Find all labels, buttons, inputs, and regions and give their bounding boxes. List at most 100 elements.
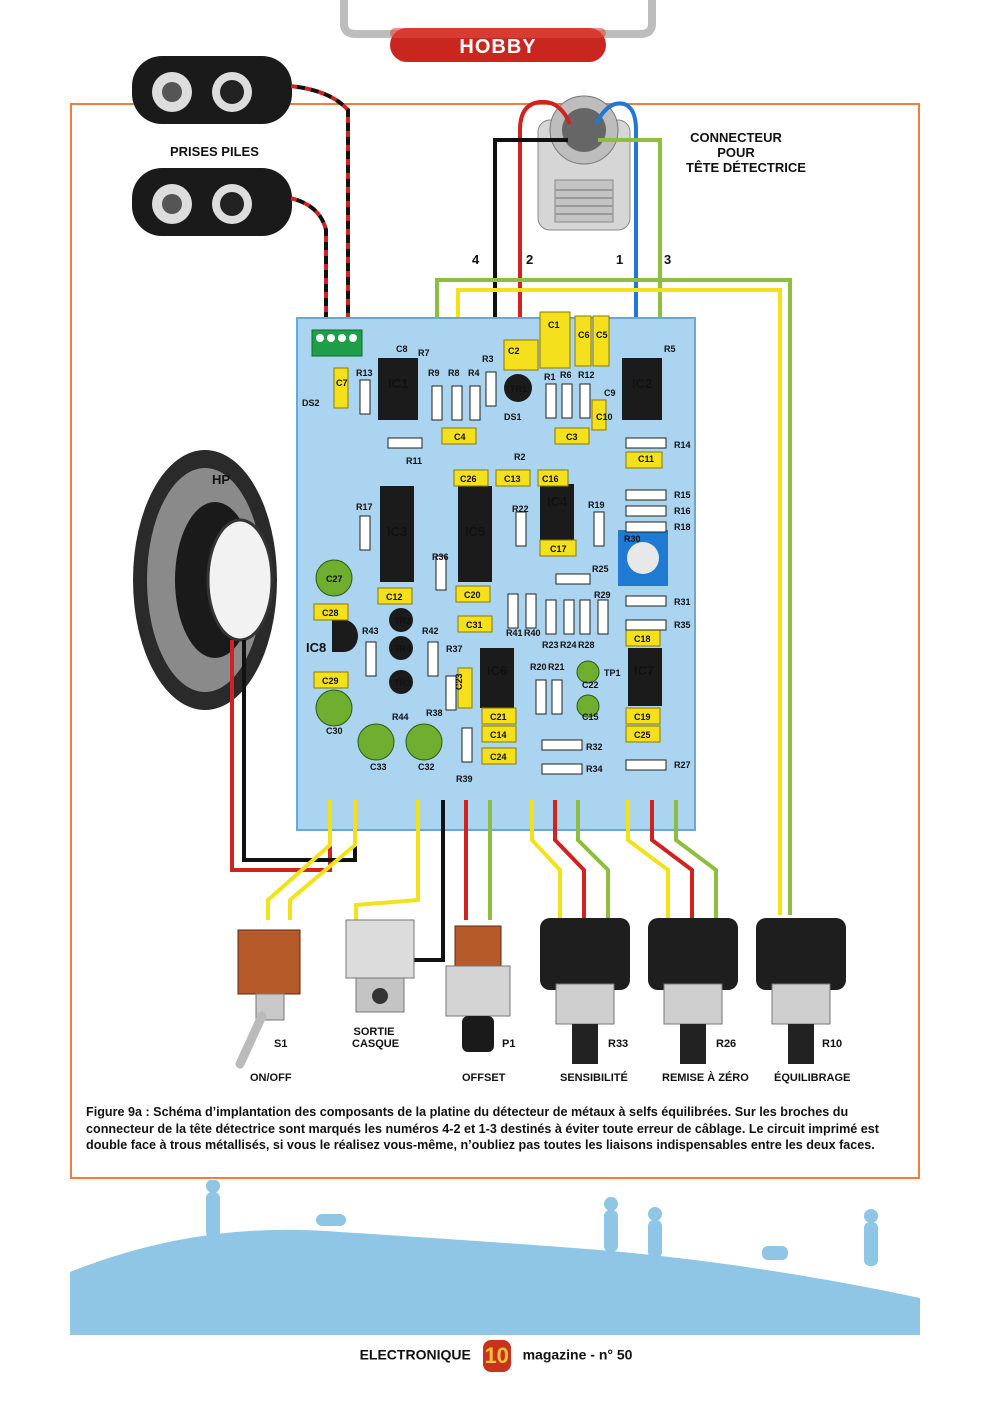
section-header: HOBBY	[338, 0, 658, 62]
svg-text:C22: C22	[582, 680, 599, 690]
svg-text:C30: C30	[326, 726, 343, 736]
svg-text:C20: C20	[464, 590, 481, 600]
svg-text:R5: R5	[664, 344, 676, 354]
svg-text:C28: C28	[322, 608, 339, 618]
svg-text:R7: R7	[418, 348, 430, 358]
pushbutton-p1	[445, 925, 511, 1052]
svg-text:R25: R25	[592, 564, 609, 574]
label-r26: R26	[716, 1038, 737, 1050]
svg-text:R19: R19	[588, 500, 605, 510]
page-footer: ELECTRONIQUE 10 magazine - n° 50	[0, 1340, 992, 1372]
svg-text:C4: C4	[454, 432, 466, 442]
footer-brand: ELECTRONIQUE	[359, 1346, 471, 1363]
svg-text:R15: R15	[674, 490, 691, 500]
wire-number-4: 4	[472, 252, 480, 267]
svg-text:R12: R12	[578, 370, 595, 380]
svg-text:TR4: TR4	[394, 644, 411, 654]
connector-line3: TÊTE DÉTECTRICE	[686, 160, 806, 175]
switch-s1	[235, 929, 301, 1069]
svg-text:R32: R32	[586, 742, 603, 752]
svg-text:R1: R1	[544, 372, 556, 382]
svg-text:R6: R6	[560, 370, 572, 380]
svg-text:C5: C5	[596, 330, 608, 340]
svg-text:R43: R43	[362, 626, 379, 636]
resistors	[359, 371, 667, 775]
svg-text:R38: R38	[426, 708, 443, 718]
wire-number-1: 1	[616, 252, 624, 267]
label-onoff: ON/OFF	[250, 1072, 292, 1084]
svg-text:C23: C23	[454, 673, 464, 690]
headphone-line1: SORTIE	[353, 1026, 395, 1038]
svg-text:R29: R29	[594, 590, 611, 600]
battery-wires	[289, 84, 350, 320]
label-ic5: IC5	[465, 524, 485, 539]
svg-text:R24: R24	[560, 640, 577, 650]
svg-text:C24: C24	[490, 752, 507, 762]
bottom-wires	[266, 800, 718, 962]
decorative-hill	[70, 1180, 920, 1335]
svg-text:R3: R3	[482, 354, 494, 364]
svg-text:C3: C3	[566, 432, 578, 442]
potentiometer-r26	[648, 918, 738, 1064]
battery-clip-top	[132, 56, 292, 124]
header-resistor-graphic	[340, 0, 656, 62]
wire-number-2: 2	[526, 252, 534, 267]
label-ic4: IC4	[547, 494, 568, 509]
svg-text:R28: R28	[578, 640, 595, 650]
wire-number-3: 3	[664, 252, 672, 267]
svg-text:R36: R36	[432, 552, 449, 562]
connector-line2: POUR	[717, 145, 755, 160]
connector-line1: CONNECTEUR	[690, 130, 782, 145]
svg-text:R37: R37	[446, 644, 463, 654]
svg-text:C31: C31	[466, 620, 483, 630]
silhouettes	[206, 1180, 878, 1266]
label-r10: R10	[822, 1038, 843, 1050]
svg-text:R34: R34	[586, 764, 603, 774]
section-title: HOBBY	[459, 36, 537, 58]
svg-text:C1: C1	[548, 320, 560, 330]
label-reset: REMISE À ZÉRO	[662, 1072, 749, 1084]
svg-text:C15: C15	[582, 712, 599, 722]
label-offset: OFFSET	[462, 1072, 506, 1084]
svg-text:R27: R27	[674, 760, 691, 770]
terminal-block	[311, 329, 363, 357]
svg-text:C19: C19	[634, 712, 651, 722]
head-wires	[435, 99, 792, 915]
headphone-line2: CASQUE	[352, 1038, 400, 1050]
svg-text:TR3: TR3	[394, 678, 411, 688]
svg-text:R13: R13	[356, 368, 373, 378]
pcb-labels: C1 C2 C6 C5 C8 R7 R3 R5 R13 R9 R8 R4 R1 …	[302, 320, 691, 784]
label-balance: ÉQUILIBRAGE	[774, 1072, 851, 1084]
svg-text:C12: C12	[386, 592, 403, 602]
svg-text:C2: C2	[508, 346, 520, 356]
svg-text:R44: R44	[392, 712, 409, 722]
svg-text:C13: C13	[504, 474, 521, 484]
svg-text:C18: C18	[634, 634, 651, 644]
label-ic3: IC3	[387, 524, 407, 539]
label-ic2: IC2	[632, 376, 652, 391]
label-ic6: IC6	[487, 663, 507, 678]
label-ic1: IC1	[388, 376, 408, 391]
svg-text:R41: R41	[506, 628, 523, 638]
trimmer-r30	[618, 530, 668, 586]
svg-text:DS2: DS2	[302, 398, 320, 408]
svg-text:C32: C32	[418, 762, 435, 772]
head-connector	[537, 95, 631, 231]
svg-text:C9: C9	[604, 388, 616, 398]
label-speaker: HP	[212, 472, 231, 487]
svg-text:TP1: TP1	[604, 668, 621, 678]
svg-text:C21: C21	[490, 712, 507, 722]
svg-text:R21: R21	[548, 662, 565, 672]
svg-text:R11: R11	[406, 456, 422, 466]
label-p1: P1	[502, 1038, 516, 1050]
svg-text:TR1: TR1	[510, 384, 527, 394]
svg-text:C33: C33	[370, 762, 387, 772]
potentiometer-r10	[756, 918, 846, 1064]
svg-text:R17: R17	[356, 502, 373, 512]
potentiometer-r33	[540, 918, 630, 1064]
ic-packages	[332, 358, 662, 708]
headphone-jack	[345, 919, 415, 1013]
svg-text:C11: C11	[638, 454, 654, 464]
svg-text:R8: R8	[448, 368, 460, 378]
svg-text:R14: R14	[674, 440, 691, 450]
